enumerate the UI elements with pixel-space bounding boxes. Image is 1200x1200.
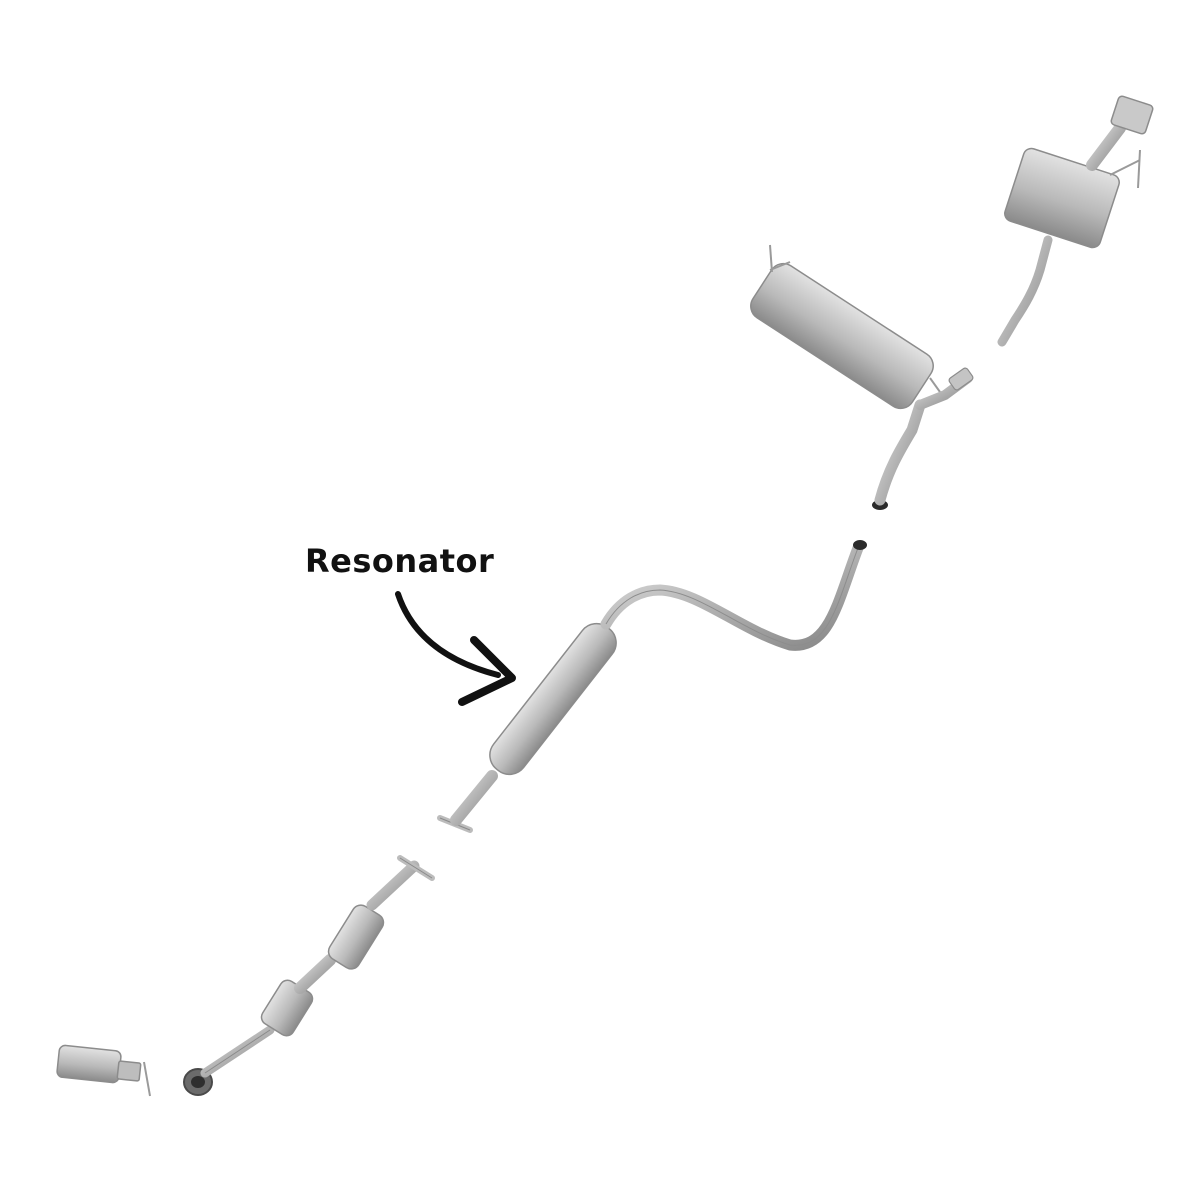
front-pipe-assembly	[183, 855, 435, 1096]
muffler	[750, 262, 934, 410]
resonator	[489, 622, 617, 776]
rear-muffler-assembly	[997, 95, 1154, 347]
resonator-label: Resonator	[305, 542, 495, 580]
curved-arrow-icon	[395, 591, 516, 706]
front-converter-section	[56, 1044, 151, 1097]
rear-muffler	[1004, 147, 1120, 249]
resonator-pipe-assembly	[437, 540, 867, 833]
muffler-assembly	[750, 244, 974, 510]
